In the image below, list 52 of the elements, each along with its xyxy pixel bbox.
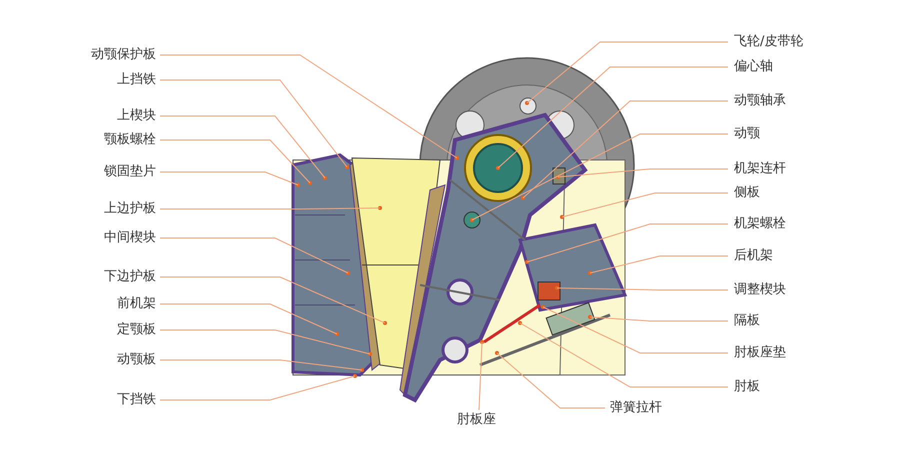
leader-line	[160, 54, 458, 158]
part-label: 下挡铁	[117, 392, 156, 408]
leader-line	[562, 192, 728, 218]
leader-line	[590, 256, 728, 274]
part-label: 颚板螺栓	[104, 132, 156, 148]
leader-line	[520, 322, 728, 388]
leader-line	[590, 316, 728, 322]
part-label: 动颚	[734, 126, 760, 142]
leader-line	[496, 352, 606, 408]
leader-line	[160, 304, 338, 334]
part-label: 下边护板	[104, 269, 156, 285]
part-label: 后机架	[734, 248, 773, 264]
part-label: 锁固垫片	[104, 164, 156, 180]
part-label: 肘板座	[457, 412, 496, 428]
leader-line	[160, 330, 370, 354]
part-label: 飞轮/皮带轮	[734, 34, 804, 50]
leader-line	[558, 168, 728, 178]
leader-line	[160, 376, 356, 400]
leader-line	[556, 288, 728, 290]
part-label: 上边护板	[104, 201, 156, 217]
part-label: 动颚轴承	[734, 93, 786, 109]
leader-line	[526, 224, 728, 262]
leader-line	[160, 116, 326, 178]
leader-line	[160, 208, 380, 210]
part-label: 调整楔块	[734, 282, 786, 298]
leader-line	[472, 134, 728, 220]
leader-line	[160, 140, 310, 184]
leader-line	[498, 66, 728, 168]
part-label: 动颚板	[117, 352, 156, 368]
leader-line	[160, 238, 348, 274]
leader-line	[478, 342, 482, 410]
part-label: 定颚板	[117, 322, 156, 338]
leader-line	[160, 80, 348, 168]
part-label: 侧板	[734, 185, 760, 201]
leader-line	[522, 100, 728, 198]
leader-line	[526, 42, 728, 104]
leader-line	[160, 360, 362, 370]
leader-line	[160, 276, 386, 324]
leader-line	[160, 172, 298, 186]
part-label: 弹簧拉杆	[610, 400, 662, 416]
part-label: 前机架	[117, 296, 156, 312]
part-label: 肘板座垫	[734, 345, 786, 361]
part-label: 动颚保护板	[91, 47, 156, 63]
part-label: 上楔块	[117, 108, 156, 124]
part-label: 中间楔块	[104, 230, 156, 246]
part-label: 机架连杆	[734, 161, 786, 177]
part-label: 上挡铁	[117, 72, 156, 88]
part-label: 肘板	[734, 379, 760, 395]
part-label: 机架螺栓	[734, 216, 786, 232]
part-label: 隔板	[734, 313, 760, 329]
part-label: 偏心轴	[734, 59, 773, 75]
leader-line	[542, 306, 728, 354]
